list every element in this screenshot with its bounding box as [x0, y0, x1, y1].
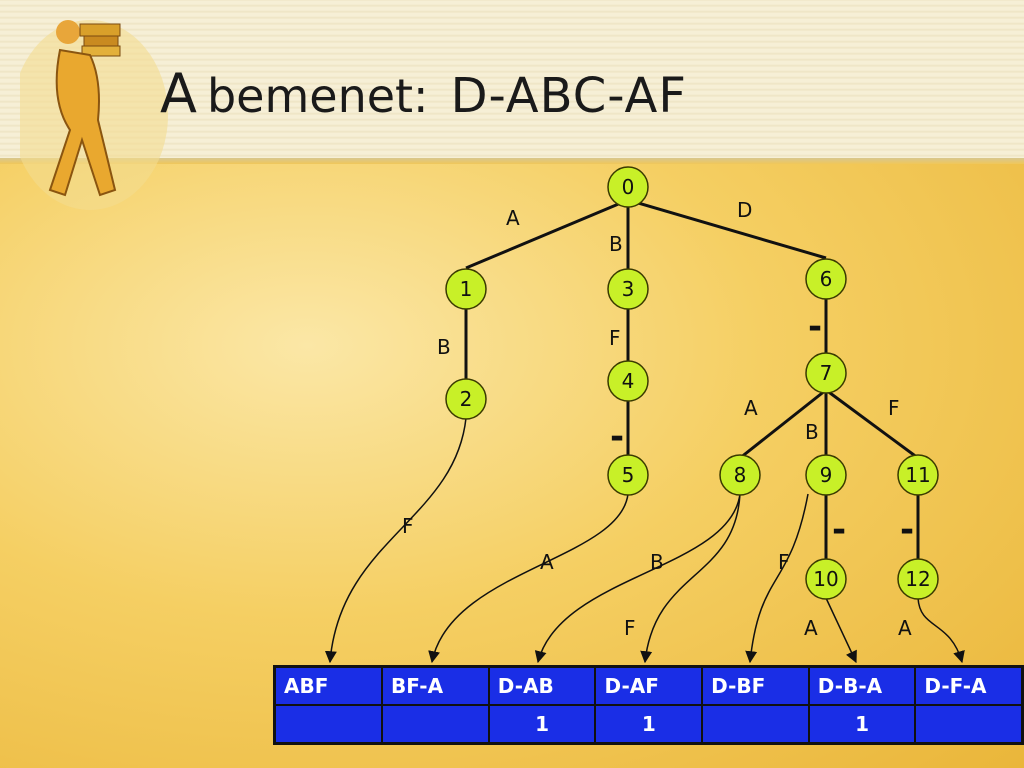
- result-header-cell: ABF: [273, 665, 383, 706]
- edge-label-7-9: B: [805, 420, 819, 444]
- title-word: bemenet:: [206, 69, 429, 123]
- node-label-6: 6: [820, 267, 833, 291]
- node-label-3: 3: [622, 277, 635, 301]
- output-arrows: [324, 417, 965, 664]
- edge-0-1: [465, 198, 629, 270]
- edge-0-6: [627, 198, 827, 260]
- edge-7-11: [825, 388, 919, 460]
- result-header-row: ABF BF-A D-AB D-AF D-BF D-B-A D-F-A: [273, 665, 1024, 706]
- node-9: 9: [805, 454, 847, 496]
- result-count-cell: 1: [807, 704, 917, 745]
- node-6: 6: [805, 258, 847, 300]
- result-count-cell: [701, 704, 810, 745]
- node-label-4: 4: [622, 369, 635, 393]
- edge-label-0-1: A: [506, 206, 520, 230]
- header-band: [0, 0, 1024, 160]
- node-label-11: 11: [905, 463, 930, 487]
- node-11: 11: [897, 454, 939, 496]
- arrow-5-bfa: [428, 493, 629, 664]
- edge-label-3-4: F: [609, 326, 621, 350]
- result-header-cell: D-F-A: [914, 665, 1024, 706]
- node-label-10: 10: [813, 567, 838, 591]
- node-2: 2: [445, 378, 487, 420]
- node-label-2: 2: [460, 387, 473, 411]
- arrow-10-dba: [825, 597, 857, 664]
- edge-label-6-7: -: [808, 307, 822, 347]
- arrow-label-12: A: [898, 616, 912, 640]
- node-10: 10: [805, 558, 847, 600]
- arrow-9-dbf: [745, 493, 809, 664]
- arrow-label-5: A: [540, 550, 554, 574]
- arrow-label-8f: F: [624, 616, 636, 640]
- books-carrier-clipart: [20, 20, 168, 210]
- result-count-cell: [914, 704, 1024, 745]
- arrow-label-2: F: [402, 514, 414, 538]
- edge-label-0-3: B: [609, 232, 623, 256]
- edge-label-9-10: -: [832, 510, 846, 550]
- result-header-cell: BF-A: [380, 665, 490, 706]
- title-input-string: D-ABC-AF: [450, 68, 687, 124]
- result-count-cell: 1: [487, 704, 597, 745]
- node-label-0: 0: [622, 175, 635, 199]
- node-12: 12: [897, 558, 939, 600]
- node-7: 7: [805, 352, 847, 394]
- arrow-label-10: A: [804, 616, 818, 640]
- edge-label-7-11: F: [888, 396, 900, 420]
- arrow-label-8b: B: [650, 550, 664, 574]
- edge-label-0-6: D: [737, 198, 752, 222]
- node-4: 4: [607, 360, 649, 402]
- result-header-cell: D-AB: [487, 665, 597, 706]
- arrow-label-9: F: [778, 550, 790, 574]
- header-divider: [0, 158, 1024, 164]
- result-count-cell: [380, 704, 490, 745]
- node-8: 8: [719, 454, 761, 496]
- node-0: 0: [607, 166, 649, 208]
- node-1: 1: [445, 268, 487, 310]
- result-count-cell: [273, 704, 383, 745]
- edge-7-8: [739, 388, 827, 460]
- result-count-row: 1 1 1: [273, 704, 1024, 745]
- node-5: 5: [607, 454, 649, 496]
- node-label-7: 7: [820, 361, 833, 385]
- result-table: ABF BF-A D-AB D-AF D-BF D-B-A D-F-A 1 1 …: [273, 665, 1024, 745]
- edge-label-11-12: -: [900, 510, 914, 550]
- node-label-12: 12: [905, 567, 930, 591]
- node-label-5: 5: [622, 463, 635, 487]
- node-3: 3: [607, 268, 649, 310]
- node-label-1: 1: [460, 277, 473, 301]
- arrow-12-dfa: [917, 597, 965, 664]
- edge-label-4-5: -: [610, 417, 624, 457]
- edge-label-7-8: A: [744, 396, 758, 420]
- result-count-cell: 1: [594, 704, 704, 745]
- result-header-cell: D-BF: [701, 665, 810, 706]
- node-label-9: 9: [820, 463, 833, 487]
- node-label-8: 8: [734, 463, 747, 487]
- arrow-8-dab: [534, 493, 741, 664]
- result-header-cell: D-AF: [594, 665, 704, 706]
- title-prefix: A: [160, 62, 197, 125]
- arrow-2-abf: [324, 417, 467, 664]
- edge-label-1-2: B: [437, 335, 451, 359]
- result-header-cell: D-B-A: [807, 665, 917, 706]
- arrow-8-daf: [640, 493, 741, 664]
- tree-edges: [464, 198, 920, 560]
